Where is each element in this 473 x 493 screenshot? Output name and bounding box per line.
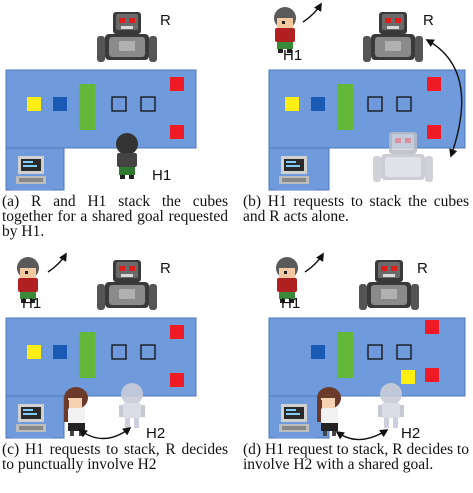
green-bar	[337, 332, 353, 378]
robot-move-arrow	[425, 39, 463, 158]
empty-slot-1	[111, 96, 127, 112]
empty-slot-2	[140, 96, 156, 112]
request-arrow	[304, 252, 324, 273]
human-label-h1: H1	[283, 47, 302, 64]
computer-icon	[275, 150, 315, 190]
empty-slot-2	[140, 344, 156, 360]
request-arrow	[302, 2, 322, 23]
robot-label: R	[160, 260, 171, 277]
robot-icon	[97, 12, 157, 62]
empty-slot-2	[396, 96, 412, 112]
cube-red-bottom	[427, 125, 441, 139]
cube-yellow	[285, 97, 299, 111]
empty-slot-1	[111, 344, 127, 360]
human-label-h1: H1	[152, 167, 171, 184]
cube-blue	[53, 97, 67, 111]
exchange-arrow	[78, 426, 132, 440]
green-bar	[337, 84, 353, 130]
scene-d: R H1 H2	[268, 252, 466, 442]
caption-a: (a) R and H1 stack the cubes together fo…	[2, 193, 228, 240]
cube-blue	[311, 97, 325, 111]
cube-red-bottom	[425, 368, 439, 382]
empty-slot-2	[396, 344, 412, 360]
computer-icon	[12, 150, 52, 190]
human-label-h2: H2	[146, 425, 165, 442]
green-bar	[79, 84, 95, 130]
green-bar	[79, 332, 95, 378]
scene-c: R H1 H2	[5, 252, 197, 442]
cube-red-bottom	[170, 125, 184, 139]
scene-b: R H1	[268, 2, 466, 191]
robot-icon	[359, 260, 419, 310]
human-label-h2: H2	[401, 425, 420, 442]
caption-c: (c) H1 requests to stack, R decides to p…	[2, 441, 228, 473]
panel-c: R H1 H2 (c) H1 requests to stack, R deci…	[0, 248, 232, 491]
computer-icon	[12, 398, 52, 438]
panel-b: R H1 (b) H1 requests to stack the cubes …	[241, 0, 473, 243]
caption-d: (d) H1 request to stack, R decides to in…	[243, 441, 469, 473]
cube-red-top	[170, 77, 184, 91]
panel-a: R H1 (a) R and H1 stack the cubes togeth…	[0, 0, 232, 243]
robot-icon	[97, 260, 157, 310]
cube-red-bottom	[170, 373, 184, 387]
robot-icon	[363, 12, 423, 62]
cube-yellow	[27, 97, 41, 111]
computer-icon	[275, 398, 315, 438]
caption-b: (b) H1 requests to stack the cubes and R…	[243, 193, 469, 225]
panel-d: R H1 H2 (d) H1 request to stack, R decid…	[241, 248, 473, 491]
cube-red-top	[170, 325, 184, 339]
human-label-h1: H1	[281, 295, 300, 312]
cube-red-top	[425, 320, 439, 334]
cube-red-top	[427, 77, 441, 91]
scene-a: R H1	[5, 12, 197, 191]
exchange-arrow	[335, 429, 389, 441]
human-h2-icon	[64, 387, 88, 436]
robot-label: R	[423, 12, 434, 29]
ghost-human-icon	[378, 383, 404, 428]
request-arrow	[47, 252, 67, 273]
cube-yellow	[401, 370, 415, 384]
cube-blue	[53, 345, 67, 359]
ghost-human-icon	[119, 383, 145, 428]
robot-label: R	[160, 12, 171, 29]
empty-slot-1	[367, 344, 383, 360]
empty-slot-1	[367, 96, 383, 112]
robot-label: R	[417, 260, 428, 277]
cube-yellow	[27, 345, 41, 359]
human-h1-icon	[116, 133, 138, 179]
human-label-h1: H1	[22, 295, 41, 312]
cube-blue	[311, 345, 325, 359]
